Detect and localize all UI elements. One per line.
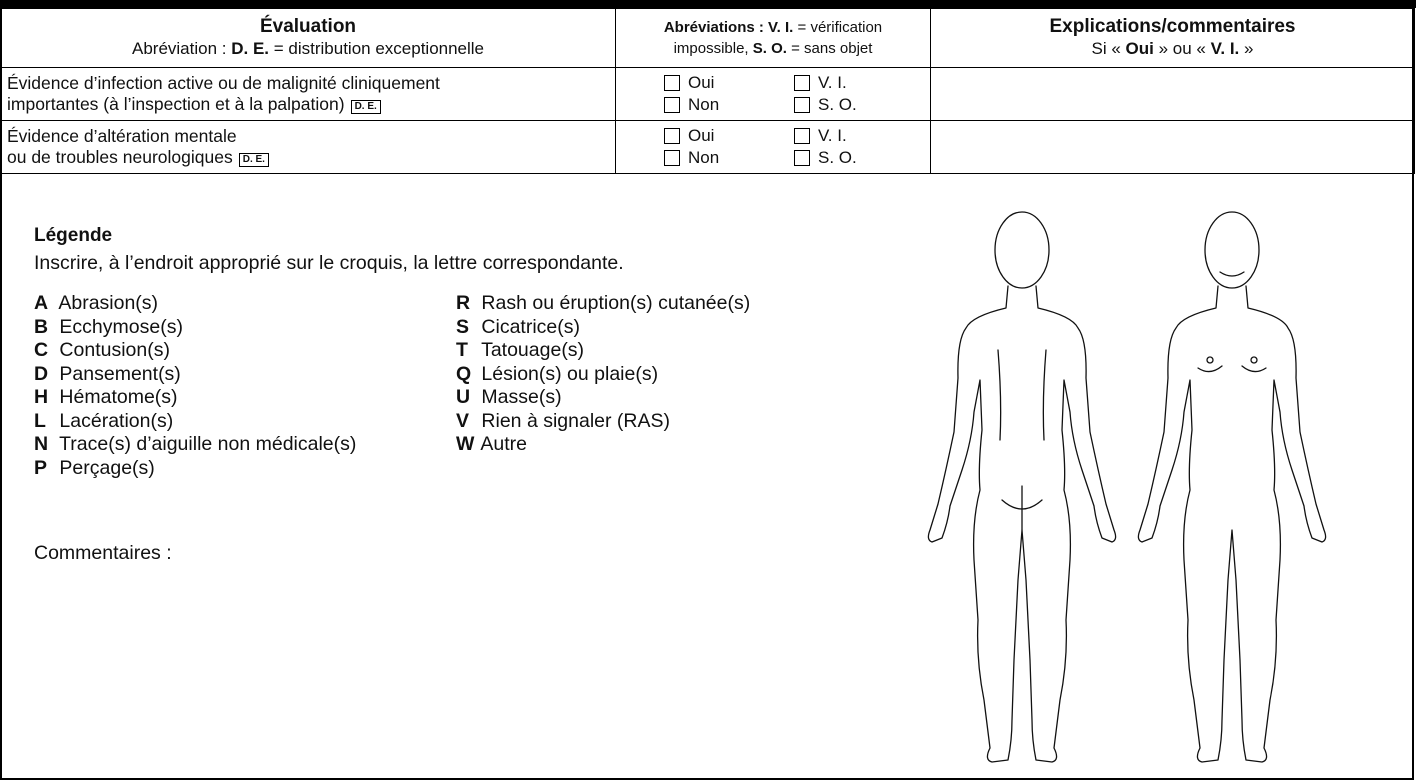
option-non[interactable]: Non: [664, 95, 719, 115]
legend-column-left: A Abrasion(s) B Ecchymose(s) C Contusion…: [34, 292, 356, 480]
back-view-figure[interactable]: [927, 211, 1117, 763]
legend-item: A Abrasion(s): [34, 292, 159, 314]
question-cell: Évidence d’infection active ou de malign…: [0, 67, 616, 121]
body-diagram[interactable]: [912, 200, 1362, 775]
checkbox-icon[interactable]: [664, 150, 680, 166]
legend-item: P Perçage(s): [34, 456, 155, 479]
evaluation-table: Évaluation Abréviation : D. E. = distrib…: [0, 8, 1415, 174]
abbreviations-line-1: Abréviations : V. I. = vérification: [663, 19, 883, 36]
question-line-2: importantes (à l’inspection et à la palp…: [7, 94, 615, 115]
legend-instruction: Inscrire, à l’endroit approprié sur le c…: [34, 252, 624, 274]
option-oui[interactable]: Oui: [664, 73, 714, 93]
legend-item: R Rash ou éruption(s) cutanée(s): [456, 292, 751, 314]
checkbox-icon[interactable]: [664, 128, 680, 144]
option-oui[interactable]: Oui: [664, 126, 714, 146]
front-view-figure[interactable]: [1137, 211, 1327, 763]
legend-item: Q Lésion(s) ou plaie(s): [456, 362, 659, 385]
explanations-title: Explications/commentaires: [1049, 16, 1296, 37]
legend-item: L Lacération(s): [34, 409, 174, 432]
legend-item: C Contusion(s): [34, 339, 170, 361]
abbreviations-header: Abréviations : V. I. = vérification impo…: [615, 8, 931, 68]
question-cell: Évidence d’altération mentale ou de trou…: [0, 120, 616, 174]
comments-cell[interactable]: [930, 120, 1415, 174]
legend-item: W Autre: [456, 433, 527, 455]
evaluation-subtitle: Abréviation : D. E. = distribution excep…: [131, 39, 485, 58]
evaluation-title: Évaluation: [259, 16, 357, 37]
checkbox-icon[interactable]: [794, 75, 810, 91]
de-badge: D. E.: [238, 153, 269, 167]
options-cell: Oui V. I. Non S. O.: [615, 67, 931, 121]
evaluation-header: Évaluation Abréviation : D. E. = distrib…: [0, 8, 616, 68]
question-line-1: Évidence d’altération mentale: [7, 126, 237, 146]
legend-item: S Cicatrice(s): [456, 315, 581, 338]
comments-cell[interactable]: [930, 67, 1415, 121]
table-row: Évidence d’infection active ou de malign…: [0, 67, 1415, 121]
legend-item: V Rien à signaler (RAS): [456, 409, 670, 432]
option-vi[interactable]: V. I.: [794, 73, 847, 93]
legend-item: N Trace(s) d’aiguille non médicale(s): [34, 433, 357, 455]
checkbox-icon[interactable]: [794, 97, 810, 113]
de-badge: D. E.: [350, 100, 381, 114]
checkbox-icon[interactable]: [664, 97, 680, 113]
abbreviations-line-2: impossible, S. O. = sans objet: [673, 40, 873, 57]
legend-item: H Hématome(s): [34, 386, 178, 408]
legend-item: T Tatouage(s): [456, 339, 585, 361]
comments-label: Commentaires :: [34, 542, 172, 564]
explanations-subtitle: Si « Oui » ou « V. I. »: [1091, 39, 1254, 58]
question-line-1: Évidence d’infection active ou de malign…: [7, 73, 440, 93]
option-non[interactable]: Non: [664, 148, 719, 168]
checkbox-icon[interactable]: [664, 75, 680, 91]
table-row: Évidence d’altération mentale ou de trou…: [0, 120, 1415, 174]
legend-item: U Masse(s): [456, 386, 562, 408]
option-so[interactable]: S. O.: [794, 148, 857, 168]
legend-item: D Pansement(s): [34, 362, 181, 385]
explanations-header: Explications/commentaires Si « Oui » ou …: [930, 8, 1415, 68]
options-cell: Oui V. I. Non S. O.: [615, 120, 931, 174]
table-header-row: Évaluation Abréviation : D. E. = distrib…: [0, 8, 1415, 68]
legend: Légende Inscrire, à l’endroit approprié …: [34, 225, 750, 479]
legend-title: Légende: [34, 225, 113, 246]
checkbox-icon[interactable]: [794, 150, 810, 166]
option-so[interactable]: S. O.: [794, 95, 857, 115]
top-border: [0, 0, 1416, 8]
checkbox-icon[interactable]: [794, 128, 810, 144]
legend-column-right: R Rash ou éruption(s) cutanée(s) S Cicat…: [456, 292, 750, 457]
legend-item: B Ecchymose(s): [34, 315, 183, 338]
option-vi[interactable]: V. I.: [794, 126, 847, 146]
